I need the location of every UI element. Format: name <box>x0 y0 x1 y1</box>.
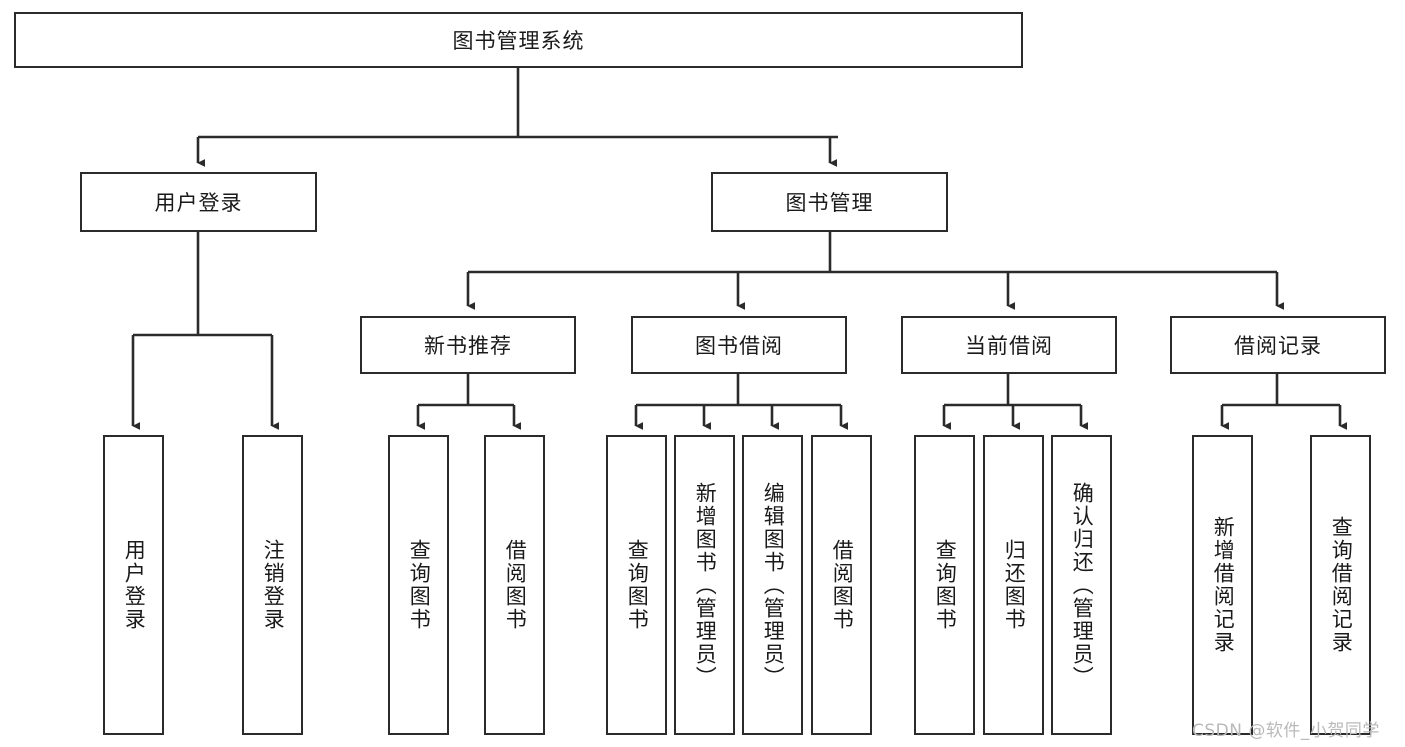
leaf-book-borrow-3-label: 编辑图书（管理员） <box>761 481 786 689</box>
leaf-book-borrow-4[interactable]: 借阅图书 <box>811 435 872 735</box>
node-book-manage[interactable]: 图书管理 <box>711 172 948 232</box>
leaf-book-borrow-2[interactable]: 新增图书（管理员） <box>674 435 735 735</box>
leaf-book-borrow-2-label: 新增图书（管理员） <box>693 481 718 689</box>
leaf-borrow-record-1[interactable]: 新增借阅记录 <box>1192 435 1253 735</box>
node-book-borrow[interactable]: 图书借阅 <box>631 316 847 374</box>
leaf-borrow-record-1-label: 新增借阅记录 <box>1211 516 1236 654</box>
watermark: CSDN @软件_小贺同学 <box>1192 721 1380 741</box>
node-root[interactable]: 图书管理系统 <box>14 12 1023 68</box>
leaf-current-borrow-1[interactable]: 查询图书 <box>914 435 975 735</box>
leaf-current-borrow-2[interactable]: 归还图书 <box>983 435 1044 735</box>
leaf-user-login-2-label: 注销登录 <box>261 539 286 631</box>
leaf-book-borrow-1-label: 查询图书 <box>625 539 650 631</box>
leaf-new-book-2[interactable]: 借阅图书 <box>484 435 545 735</box>
leaf-borrow-record-2[interactable]: 查询借阅记录 <box>1310 435 1371 735</box>
leaf-user-login-1[interactable]: 用户登录 <box>103 435 164 735</box>
node-user-login-label: 用户登录 <box>154 191 243 215</box>
node-borrow-record[interactable]: 借阅记录 <box>1170 316 1386 374</box>
leaf-current-borrow-1-label: 查询图书 <box>933 539 958 631</box>
leaf-current-borrow-2-label: 归还图书 <box>1002 539 1027 631</box>
node-current-borrow[interactable]: 当前借阅 <box>901 316 1117 374</box>
leaf-new-book-2-label: 借阅图书 <box>503 539 528 631</box>
leaf-book-borrow-4-label: 借阅图书 <box>830 539 855 631</box>
leaf-current-borrow-3-label: 确认归还（管理员） <box>1070 481 1095 689</box>
node-user-login[interactable]: 用户登录 <box>80 172 317 232</box>
leaf-user-login-1-label: 用户登录 <box>122 539 147 631</box>
leaf-current-borrow-3[interactable]: 确认归还（管理员） <box>1051 435 1112 735</box>
leaf-user-login-2[interactable]: 注销登录 <box>242 435 303 735</box>
leaf-book-borrow-3[interactable]: 编辑图书（管理员） <box>742 435 803 735</box>
node-book-borrow-label: 图书借阅 <box>695 334 783 358</box>
node-new-book-recommend[interactable]: 新书推荐 <box>360 316 576 374</box>
node-book-manage-label: 图书管理 <box>785 191 874 215</box>
node-borrow-record-label: 借阅记录 <box>1234 334 1322 358</box>
node-current-borrow-label: 当前借阅 <box>965 334 1053 358</box>
node-root-label: 图书管理系统 <box>452 29 585 53</box>
leaf-new-book-1-label: 查询图书 <box>407 539 432 631</box>
leaf-book-borrow-1[interactable]: 查询图书 <box>606 435 667 735</box>
leaf-new-book-1[interactable]: 查询图书 <box>388 435 449 735</box>
leaf-borrow-record-2-label: 查询借阅记录 <box>1329 516 1354 654</box>
node-new-book-recommend-label: 新书推荐 <box>424 334 512 358</box>
